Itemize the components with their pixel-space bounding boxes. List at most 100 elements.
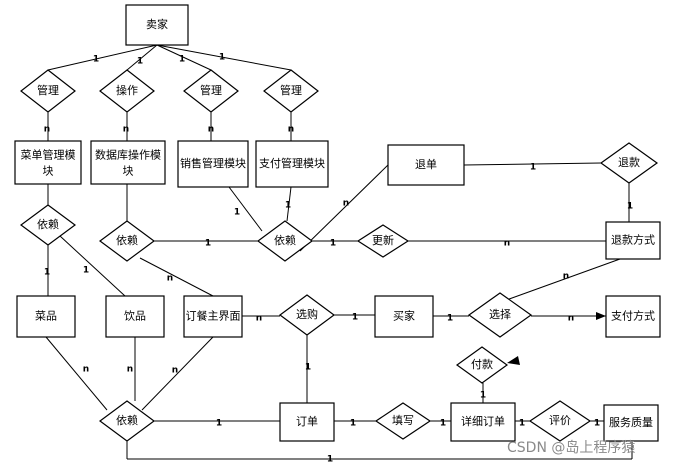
- relation-label: 选择: [489, 307, 511, 321]
- relation-label: 填写: [392, 413, 414, 427]
- cardinality-label: 1: [179, 55, 185, 65]
- relation-pay: 付款: [455, 346, 509, 384]
- entity-payment-mgmt: 支付管理模块: [255, 140, 329, 188]
- watermark: CSDN @岛上程序猿: [507, 440, 635, 456]
- cardinality-label: n: [127, 365, 133, 375]
- connector-line: [45, 336, 108, 411]
- relation-depend: 依赖: [19, 204, 77, 246]
- connector-line: [59, 235, 126, 297]
- relation-label: 评价: [549, 414, 571, 427]
- entity-label: 退单: [415, 158, 437, 171]
- entity-db-ops: 数据库操作模块: [90, 140, 166, 185]
- entity-buyer: 买家: [374, 295, 434, 338]
- entity-seller: 卖家: [125, 4, 189, 46]
- cardinality-label: 1: [234, 208, 240, 218]
- entity-label: 订单: [296, 415, 318, 428]
- entity-order-detail: 详细订单: [450, 402, 516, 442]
- relation-label: 管理: [200, 83, 222, 97]
- entity-refund-method: 退款方式: [605, 221, 661, 260]
- cardinality-label: 1: [44, 268, 50, 278]
- entity-label: 销售管理模块: [180, 156, 246, 170]
- relation-label: 管理: [280, 83, 302, 97]
- cardinality-label: n: [83, 365, 89, 375]
- entity-label: 菜品: [35, 310, 57, 323]
- cardinality-label: 1: [330, 239, 336, 249]
- cardinality-label: n: [208, 125, 214, 135]
- cardinality-label: 1: [594, 419, 600, 429]
- connector-line: [228, 186, 263, 232]
- cardinality-label: n: [563, 272, 569, 282]
- cardinality-label: 1: [205, 239, 211, 249]
- cardinality-label: n: [568, 314, 574, 324]
- relation-label: 依赖: [116, 234, 138, 247]
- cardinality-label: n: [167, 274, 173, 284]
- relation-label: 付款: [471, 357, 493, 371]
- cardinality-label: 1: [480, 391, 486, 401]
- entity-label: 退款方式: [611, 233, 655, 247]
- cardinality-label: 1: [219, 53, 225, 63]
- entity-sales-mgmt: 销售管理模块: [177, 140, 249, 188]
- relation-refund: 退款: [599, 142, 659, 184]
- relation-label: 退款: [618, 155, 640, 169]
- cardinality-label: 1: [93, 55, 99, 65]
- relation-operate: 操作: [99, 69, 155, 113]
- cardinality-label: 1: [137, 57, 143, 67]
- connector-line: [141, 336, 214, 411]
- cardinality-label: 1: [83, 266, 89, 276]
- cardinality-label: 1: [447, 314, 453, 324]
- relation-update: 更新: [356, 224, 410, 258]
- entity-label: 详细订单: [461, 414, 505, 428]
- relation-manage: 管理: [183, 69, 239, 113]
- cardinality-label: 1: [440, 419, 446, 429]
- relation-depend: 依赖: [256, 220, 314, 262]
- arrowhead: [507, 356, 520, 365]
- connector-line: [286, 186, 292, 222]
- entity-label: 支付管理模块: [259, 156, 325, 170]
- cardinality-label: 1: [519, 419, 525, 429]
- entity-label: 饮品: [124, 310, 146, 323]
- relation-label: 依赖: [274, 234, 296, 247]
- cardinality-label: n: [123, 125, 129, 135]
- cardinality-label: 1: [305, 363, 311, 373]
- relation-label: 管理: [37, 83, 59, 97]
- entity-label: 订餐主界面: [186, 309, 241, 323]
- cardinality-label: 1: [285, 201, 291, 211]
- cardinality-label: 1: [530, 163, 536, 173]
- relation-evaluate: 评价: [528, 400, 592, 442]
- entity-label: 支付方式: [611, 309, 655, 323]
- entity-label: 服务质量: [609, 416, 653, 429]
- entity-refund-order: 退单: [387, 144, 465, 186]
- cardinality-label: 1: [627, 202, 633, 212]
- relation-label: 依赖: [37, 218, 59, 231]
- relation-manage: 管理: [263, 69, 319, 113]
- relation-depend: 依赖: [98, 400, 156, 442]
- arrowhead: [596, 312, 606, 320]
- entity-label: 卖家: [146, 17, 168, 31]
- cardinality-label: 1: [352, 313, 358, 323]
- connector-line: [47, 44, 158, 71]
- connector-line: [156, 44, 212, 71]
- cardinality-label: 1: [350, 419, 356, 429]
- connector-line: [463, 162, 602, 166]
- connector-line: [156, 44, 292, 71]
- connector-line: [299, 164, 389, 252]
- entity-menu-mgmt: 菜单管理模块: [14, 140, 82, 185]
- connector-line: [126, 44, 158, 71]
- entity-order: 订单: [279, 402, 335, 442]
- relation-manage: 管理: [20, 69, 76, 113]
- entity-dishes: 菜品: [16, 295, 76, 338]
- relation-choose: 选择: [467, 292, 533, 338]
- relation-label: 更新: [372, 233, 394, 247]
- cardinality-label: n: [172, 366, 178, 376]
- relation-label: 选购: [296, 307, 318, 321]
- relation-depend: 依赖: [98, 220, 156, 262]
- entity-order-main: 订餐主界面: [183, 295, 243, 338]
- cardinality-label: n: [288, 125, 294, 135]
- cardinality-label: n: [44, 125, 50, 135]
- entity-label: 数据库操作模块: [95, 148, 161, 178]
- entity-service-quality: 服务质量: [603, 404, 659, 442]
- cardinality-label: 1: [327, 455, 333, 465]
- entity-payment-method: 支付方式: [605, 295, 661, 338]
- entity-label: 买家: [393, 309, 415, 323]
